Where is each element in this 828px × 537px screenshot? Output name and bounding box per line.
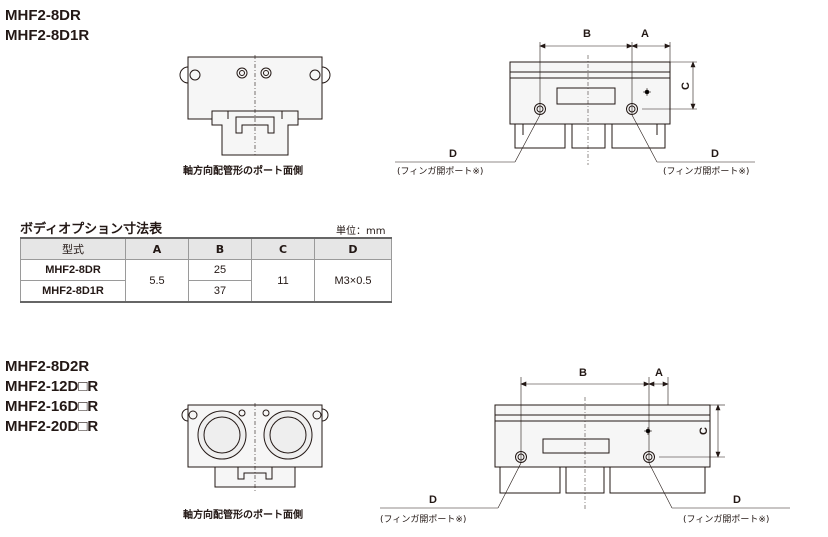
front-view-drawing-1 — [179, 55, 331, 156]
model-name-3: MHF2-8D2R — [5, 358, 90, 375]
caption-2: 軸方向配管形のポート面側 — [183, 510, 303, 521]
table-unit: 単位：mm — [336, 226, 386, 237]
port-label-left-1: (フィンガ開ポート※) — [397, 167, 484, 177]
table-row: MHF2-8D1R 37 — [20, 280, 392, 303]
cell-a: 5.5 — [125, 259, 189, 303]
port-label-left-2: (フィンガ開ポート※) — [380, 515, 467, 525]
header-model: 型式 — [20, 237, 126, 260]
side-view-drawing-2 — [380, 377, 790, 511]
header-d: D — [314, 237, 392, 260]
dimension-table: 型式 A B C D MHF2-8DR 5.5 25 11 M3×0.5 MHF… — [20, 237, 392, 303]
dim-a-label-1: A — [641, 28, 649, 40]
model-name-2: MHF2-8D1R — [5, 27, 90, 44]
cell-model: MHF2-8DR — [20, 259, 126, 281]
header-b: B — [188, 237, 252, 260]
model-name-4: MHF2-12D□R — [5, 378, 99, 395]
dim-d-label-right-2: D — [733, 494, 741, 506]
port-label-right-2: (フィンガ開ポート※) — [683, 515, 770, 525]
port-label-right-1: (フィンガ開ポート※) — [663, 167, 750, 177]
dim-b-label-2: B — [579, 367, 587, 379]
table-row: MHF2-8DR 5.5 25 11 M3×0.5 — [20, 259, 392, 303]
dim-c-label-1: C — [679, 82, 692, 90]
dim-b-label-1: B — [583, 28, 591, 40]
table-header-row: 型式 A B C D — [20, 237, 392, 260]
model-name-6: MHF2-20D□R — [5, 418, 99, 435]
model-name-1: MHF2-8DR — [5, 7, 81, 24]
header-a: A — [125, 237, 189, 260]
cell-model: MHF2-8D1R — [20, 280, 126, 303]
dim-d-label-left-1: D — [449, 148, 457, 160]
table-title: ボディオプション寸法表 — [20, 222, 163, 237]
cell-b: 37 — [188, 280, 252, 303]
side-view-drawing-1 — [395, 42, 755, 165]
cell-c: 11 — [251, 259, 315, 303]
caption-1: 軸方向配管形のポート面側 — [183, 166, 303, 177]
header-c: C — [251, 237, 315, 260]
model-name-5: MHF2-16D□R — [5, 398, 99, 415]
dim-a-label-2: A — [655, 367, 663, 379]
front-view-drawing-2 — [181, 403, 329, 493]
cell-b: 25 — [188, 259, 252, 281]
cell-d: M3×0.5 — [314, 259, 392, 303]
dim-d-label-left-2: D — [429, 494, 437, 506]
dim-d-label-right-1: D — [711, 148, 719, 160]
dim-c-label-2: C — [697, 427, 710, 435]
